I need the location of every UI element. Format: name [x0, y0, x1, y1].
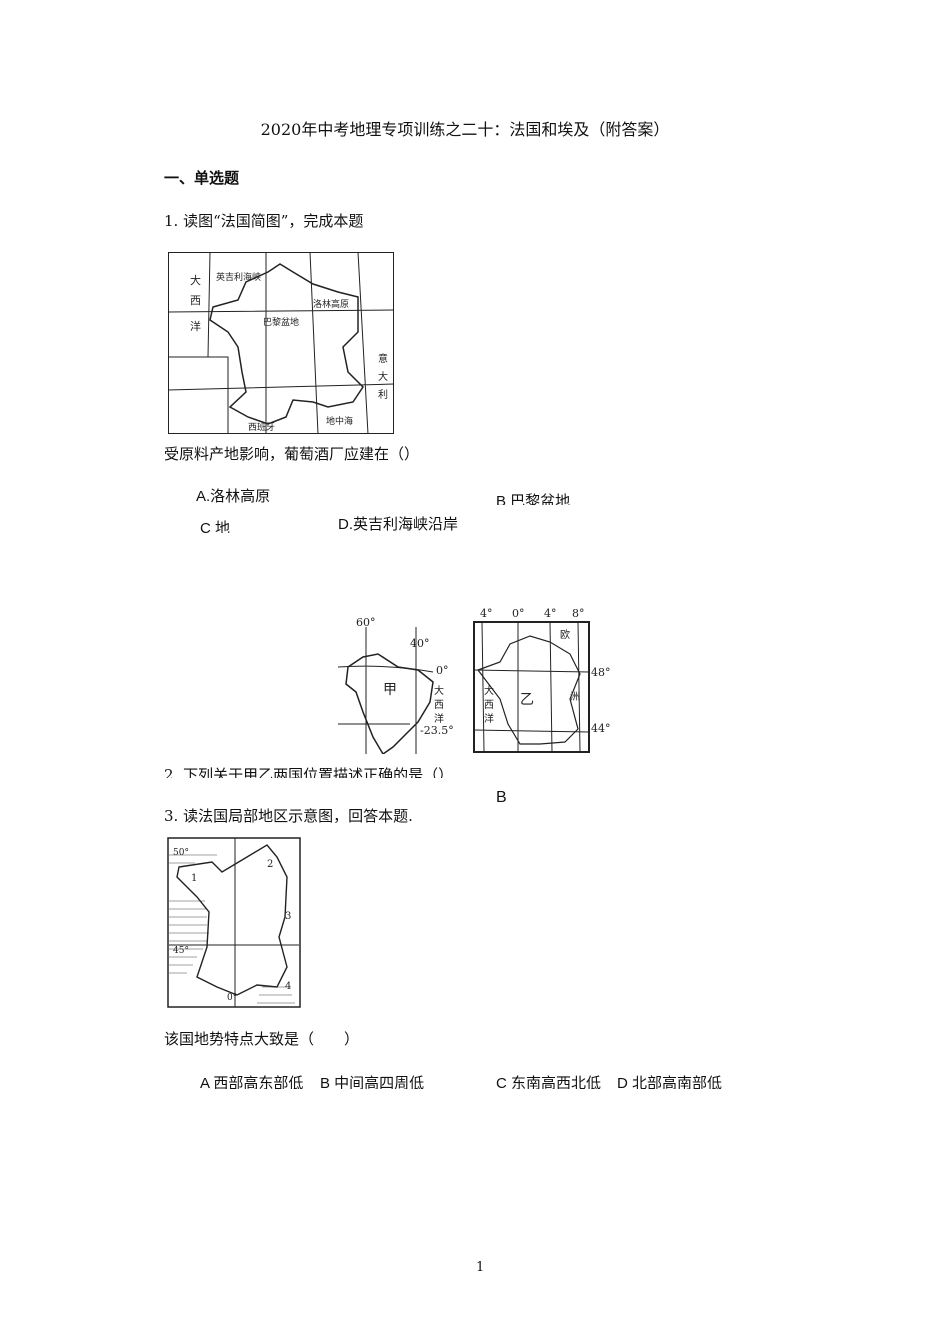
map-label: 巴黎盆地 — [263, 316, 299, 328]
map-label: 洋 — [434, 712, 444, 725]
map-label: 4° — [480, 607, 493, 620]
option-a[interactable]: A.洛林高原 — [196, 488, 271, 505]
map-label: 乙 — [520, 692, 534, 708]
question-2-stem: 2. 下列关于甲乙两国位置描述正确的是（） — [164, 766, 454, 778]
map-label: 44° — [591, 722, 611, 735]
map-label: 8° — [572, 607, 585, 620]
map-label: 1 — [191, 873, 197, 884]
option-d[interactable]: D 北部高南部低 — [617, 1075, 723, 1089]
map-label: 洲 — [570, 691, 580, 703]
question-3-text: 该国地势特点大致是（ ） — [164, 1030, 360, 1048]
map-label: 2 — [267, 859, 273, 870]
question-1-text: 受原料产地影响，葡萄酒厂应建在（） — [164, 445, 420, 463]
map-label: 意 — [378, 352, 388, 365]
option-c[interactable]: C 地 — [200, 520, 231, 533]
brazil-map: 60° 40° 0° 甲 大 西 洋 -23.5° — [338, 616, 454, 754]
map-label: -23.5° — [420, 724, 454, 737]
map-label: 大 — [484, 684, 494, 697]
map-label: 50° — [173, 848, 189, 858]
question-1-stem: 1. 读图“法国简图”，完成本题 — [164, 212, 364, 230]
map-label: 0° — [512, 607, 525, 620]
map-label: 3 — [285, 911, 291, 922]
map-label: 英吉利海峡 — [216, 271, 261, 283]
map-label: 西 — [434, 700, 444, 711]
map-label: 西班牙 — [248, 421, 275, 433]
question-2-answer: B — [496, 789, 507, 806]
option-a[interactable]: A 西部高东部低 — [200, 1075, 304, 1089]
france-relief-map: 50° 1 2 3 45° 0° 4 — [167, 837, 301, 1008]
question-3-stem: 3. 读法国局部地区示意图，回答本题. — [164, 807, 413, 825]
map-label: 4 — [285, 981, 291, 992]
map-label: 欧 — [560, 629, 570, 641]
document-title: 2020年中考地理专项训练之二十：法国和埃及（附答案） — [260, 120, 670, 139]
map-label: 西 — [484, 700, 494, 711]
map-label: 40° — [410, 637, 430, 650]
france-grid-map: 4° 0° 4° 8° 欧 洲 48° 大 西 洋 乙 44° — [473, 607, 611, 753]
map-label: 0° — [227, 993, 237, 1003]
map-label: 地中海 — [326, 415, 353, 427]
france-sketch-map: 大 西 洋 英吉利海峡 洛林高原 巴黎盆地 意 大 利 西班牙 地中海 — [168, 252, 394, 434]
map-label: 0° — [436, 664, 449, 677]
map-label: 洋 — [190, 319, 201, 333]
map-label: 洋 — [484, 712, 494, 725]
map-label: 60° — [356, 616, 376, 629]
map-label: 大 — [434, 684, 444, 697]
map-label: 大 — [190, 273, 201, 287]
option-c[interactable]: C 东南高西北低 — [496, 1075, 602, 1089]
map-label: 利 — [378, 389, 388, 401]
map-label: 4° — [544, 607, 557, 620]
map-label: 45° — [173, 946, 189, 956]
page-number: 1 — [476, 1260, 485, 1275]
section-heading: 一、单选题 — [164, 169, 240, 187]
option-d[interactable]: D.英吉利海峡沿岸 — [338, 516, 459, 533]
map-label: 48° — [591, 666, 611, 679]
map-label: 洛林高原 — [313, 298, 349, 310]
option-b[interactable]: B 巴黎盆地 — [496, 493, 571, 505]
map-label: 大 — [378, 370, 388, 383]
option-b[interactable]: B 中间高四周低 — [320, 1075, 425, 1089]
map-label: 甲 — [383, 682, 397, 698]
map-label: 西 — [190, 294, 201, 307]
